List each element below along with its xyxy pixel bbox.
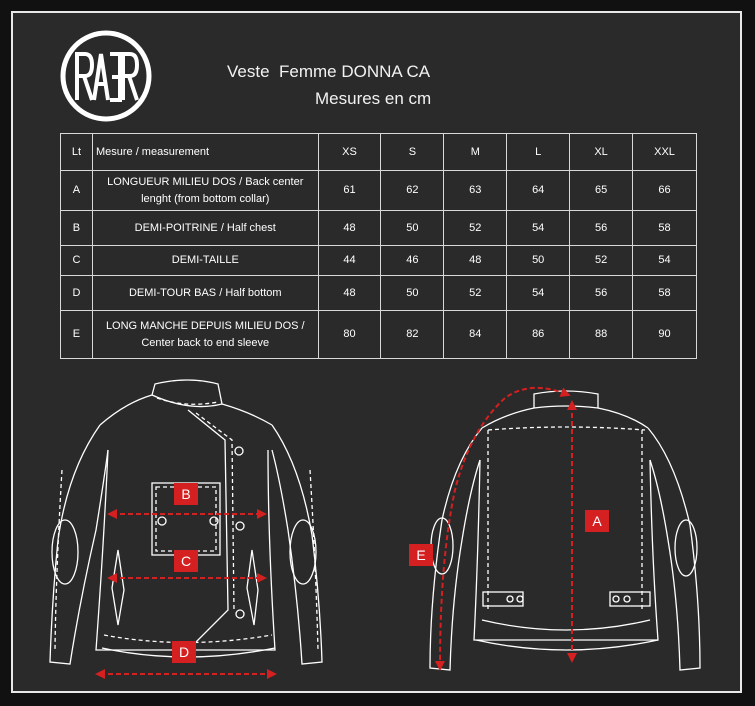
row-label: LONG MANCHE DEPUIS MILIEU DOS /Center ba… <box>91 310 319 359</box>
row-value: 90 <box>632 310 697 359</box>
header-measure: Mesure / measurement <box>91 133 319 171</box>
row-value: 61 <box>317 170 382 211</box>
table-row: C DEMI-TAILLE 44 46 48 50 52 54 <box>60 245 697 276</box>
back-jacket-drawing <box>429 390 701 671</box>
row-value: 50 <box>380 210 445 246</box>
marker-B: B <box>174 483 198 505</box>
row-value: 52 <box>443 275 508 311</box>
marker-E: E <box>409 544 433 566</box>
row-value: 50 <box>506 245 571 276</box>
units-subtitle: Mesures en cm <box>315 89 432 108</box>
row-value: 46 <box>380 245 445 276</box>
row-value: 65 <box>569 170 634 211</box>
row-value: 48 <box>317 210 382 246</box>
row-value: 82 <box>380 310 445 359</box>
row-letter: A <box>60 170 93 211</box>
row-letter: B <box>60 210 93 246</box>
row-letter: D <box>60 275 93 311</box>
header-size: L <box>506 133 571 171</box>
svg-text:D: D <box>179 644 189 660</box>
svg-text:C: C <box>181 553 191 569</box>
row-letter: E <box>60 310 93 359</box>
table-row: E LONG MANCHE DEPUIS MILIEU DOS /Center … <box>60 310 697 359</box>
row-value: 80 <box>317 310 382 359</box>
marker-A: A <box>585 510 609 532</box>
row-value: 64 <box>506 170 571 211</box>
front-jacket-drawing <box>49 379 323 665</box>
raer-circle-logo <box>60 30 152 122</box>
row-letter: C <box>60 245 93 276</box>
header-size: M <box>443 133 508 171</box>
row-value: 63 <box>443 170 508 211</box>
svg-text:A: A <box>592 513 602 529</box>
row-value: 84 <box>443 310 508 359</box>
marker-C: C <box>174 550 198 572</box>
row-label: DEMI-POITRINE / Half chest <box>91 210 319 246</box>
product-title: Veste Femme DONNA CA <box>227 62 431 81</box>
size-chart-table: Lt Mesure / measurement XS S M L XL XXL … <box>60 133 697 359</box>
svg-text:E: E <box>416 547 425 563</box>
row-value: 66 <box>632 170 697 211</box>
row-value: 86 <box>506 310 571 359</box>
measurement-lines <box>95 386 577 679</box>
svg-text:B: B <box>181 486 190 502</box>
marker-D: D <box>172 641 196 663</box>
row-value: 56 <box>569 275 634 311</box>
row-label: DEMI-TOUR BAS / Half bottom <box>91 275 319 311</box>
row-value: 52 <box>443 210 508 246</box>
row-value: 54 <box>632 245 697 276</box>
